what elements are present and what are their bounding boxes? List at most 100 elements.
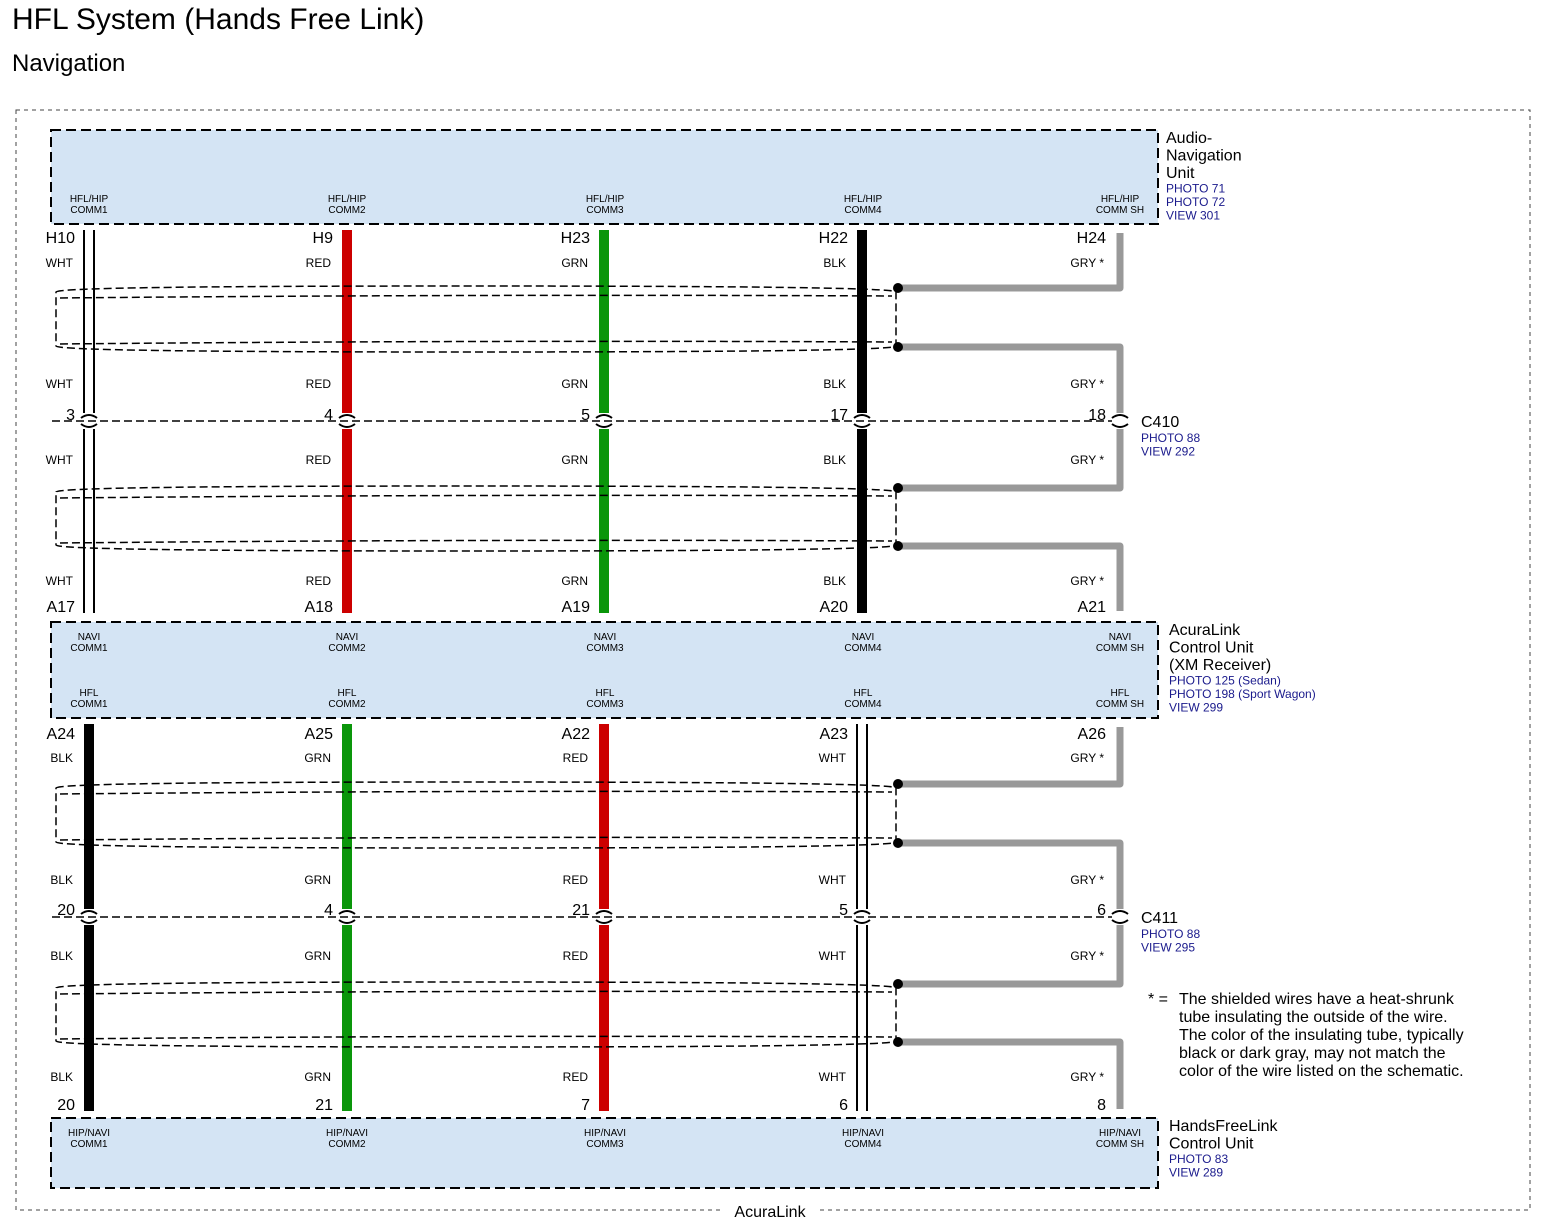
connector-ref-link[interactable]: PHOTO 88 (1141, 927, 1200, 941)
connector-pin-label: 5 (839, 902, 848, 919)
wire-color-label: BLK (823, 453, 846, 467)
component-box (50, 129, 1159, 225)
wire-color-label: BLK (50, 751, 73, 765)
connector-ref-link[interactable]: VIEW 295 (1141, 941, 1195, 955)
terminal-label: HFL (854, 688, 873, 699)
shield-junction-dot (893, 283, 903, 293)
component-ref-link[interactable]: VIEW 289 (1169, 1166, 1223, 1180)
pin-label: H22 (819, 230, 848, 247)
terminal-label: COMM4 (844, 699, 882, 710)
note-line: The shielded wires have a heat-shrunk (1179, 991, 1455, 1008)
terminal-label: COMM1 (70, 699, 108, 710)
shield-note: * = The shielded wires have a heat-shrunk… (1148, 991, 1464, 1080)
pin-label: H10 (46, 230, 75, 247)
shield-junction-dot (893, 838, 903, 848)
pin-label: A26 (1078, 726, 1107, 743)
component-name-line: AcuraLink (1169, 622, 1241, 639)
note-line: color of the wire listed on the schemati… (1179, 1063, 1464, 1080)
pin-label: A22 (562, 726, 591, 743)
note-line: black or dark gray, may not match the (1179, 1045, 1446, 1062)
shield-junction-dot (893, 342, 903, 352)
wire-color-label: GRY * (1070, 377, 1104, 391)
pin-label: A25 (305, 726, 334, 743)
terminal-label: HIP/NAVI (842, 1128, 884, 1139)
component-ref-link[interactable]: VIEW 299 (1169, 701, 1223, 715)
component-ref-link[interactable]: VIEW 301 (1166, 209, 1220, 223)
terminal-label: HFL/HIP (586, 194, 625, 205)
terminal-label: COMM SH (1096, 205, 1144, 216)
connector-ref-link[interactable]: VIEW 292 (1141, 445, 1195, 459)
connector-pin-label: 5 (581, 407, 590, 424)
footer-label: AcuraLink (734, 1204, 806, 1221)
terminal-label: HIP/NAVI (1099, 1128, 1141, 1139)
shield-loop-inner (59, 494, 893, 544)
terminal-label: HFL (1111, 688, 1130, 699)
terminal-label: COMM2 (328, 699, 366, 710)
connector-break-mark (1111, 414, 1129, 428)
pin-label: H24 (1077, 230, 1106, 247)
wire-color-label: RED (563, 751, 589, 765)
wire-color-label: BLK (50, 1070, 73, 1084)
wire-color-label: RED (563, 949, 589, 963)
terminal-label: COMM1 (70, 205, 108, 216)
wire-color-label: GRN (561, 453, 588, 467)
terminal-label: HFL/HIP (1101, 194, 1140, 205)
note-line: The color of the insulating tube, typica… (1179, 1027, 1464, 1044)
wire-color-label: GRN (561, 377, 588, 391)
connector-pin-label: 17 (830, 407, 848, 424)
connector-break-mark (595, 414, 613, 428)
component-ref-link[interactable]: PHOTO 198 (Sport Wagon) (1169, 687, 1316, 701)
wire-color-label: GRN (304, 1070, 331, 1084)
wire-color-label: WHT (819, 1070, 847, 1084)
terminal-label: COMM SH (1096, 643, 1144, 654)
pin-label: A24 (47, 726, 76, 743)
connector-pin-label: 21 (572, 902, 590, 919)
terminal-label: COMM1 (70, 1139, 108, 1150)
note-marker: * = (1148, 991, 1168, 1008)
shield-junction-dot (893, 541, 903, 551)
wire-color-label: BLK (823, 256, 846, 270)
wire-color-label: RED (306, 574, 332, 588)
component-ref-link[interactable]: PHOTO 83 (1169, 1152, 1228, 1166)
shield-loop-inner (59, 990, 893, 1040)
wire-color-label: GRY * (1070, 1070, 1104, 1084)
wire-color-label: GRY * (1070, 949, 1104, 963)
wire-color-label: BLK (50, 873, 73, 887)
page-title: HFL System (Hands Free Link) (12, 3, 425, 36)
component-ref-link[interactable]: PHOTO 125 (Sedan) (1169, 674, 1281, 688)
component-box (50, 621, 1159, 719)
shield-loop-inner (59, 294, 893, 345)
page-subtitle: Navigation (12, 50, 126, 77)
component-name-line: Control Unit (1169, 640, 1254, 657)
wire-color-label: WHT (819, 751, 847, 765)
connector-pin-label: 18 (1088, 407, 1106, 424)
terminal-label: COMM1 (70, 643, 108, 654)
pin-label: H9 (313, 230, 334, 247)
connector-ref-link[interactable]: PHOTO 88 (1141, 431, 1200, 445)
terminal-label: HFL (80, 688, 99, 699)
connector-name: C411 (1141, 910, 1178, 927)
wire-color-label: RED (563, 1070, 589, 1084)
wire-color-label: GRY * (1070, 453, 1104, 467)
terminal-label: HFL/HIP (328, 194, 367, 205)
shield-drain-wire (898, 925, 1124, 988)
connector-pin-label: 20 (57, 902, 75, 919)
wire-color-label: RED (306, 377, 332, 391)
component-ref-link[interactable]: PHOTO 72 (1166, 195, 1225, 209)
component-box (50, 1117, 1159, 1189)
component-ref-link[interactable]: PHOTO 71 (1166, 182, 1225, 196)
terminal-label: COMM3 (586, 699, 624, 710)
pin-label: 8 (1097, 1097, 1106, 1114)
wire-color-label: WHT (819, 873, 847, 887)
connector-break-mark (1111, 910, 1129, 924)
component-name-line: Control Unit (1169, 1136, 1254, 1153)
terminal-label: COMM3 (586, 205, 624, 216)
shield-junction-dot (893, 779, 903, 789)
shield-drain-wire (898, 1038, 1124, 1109)
